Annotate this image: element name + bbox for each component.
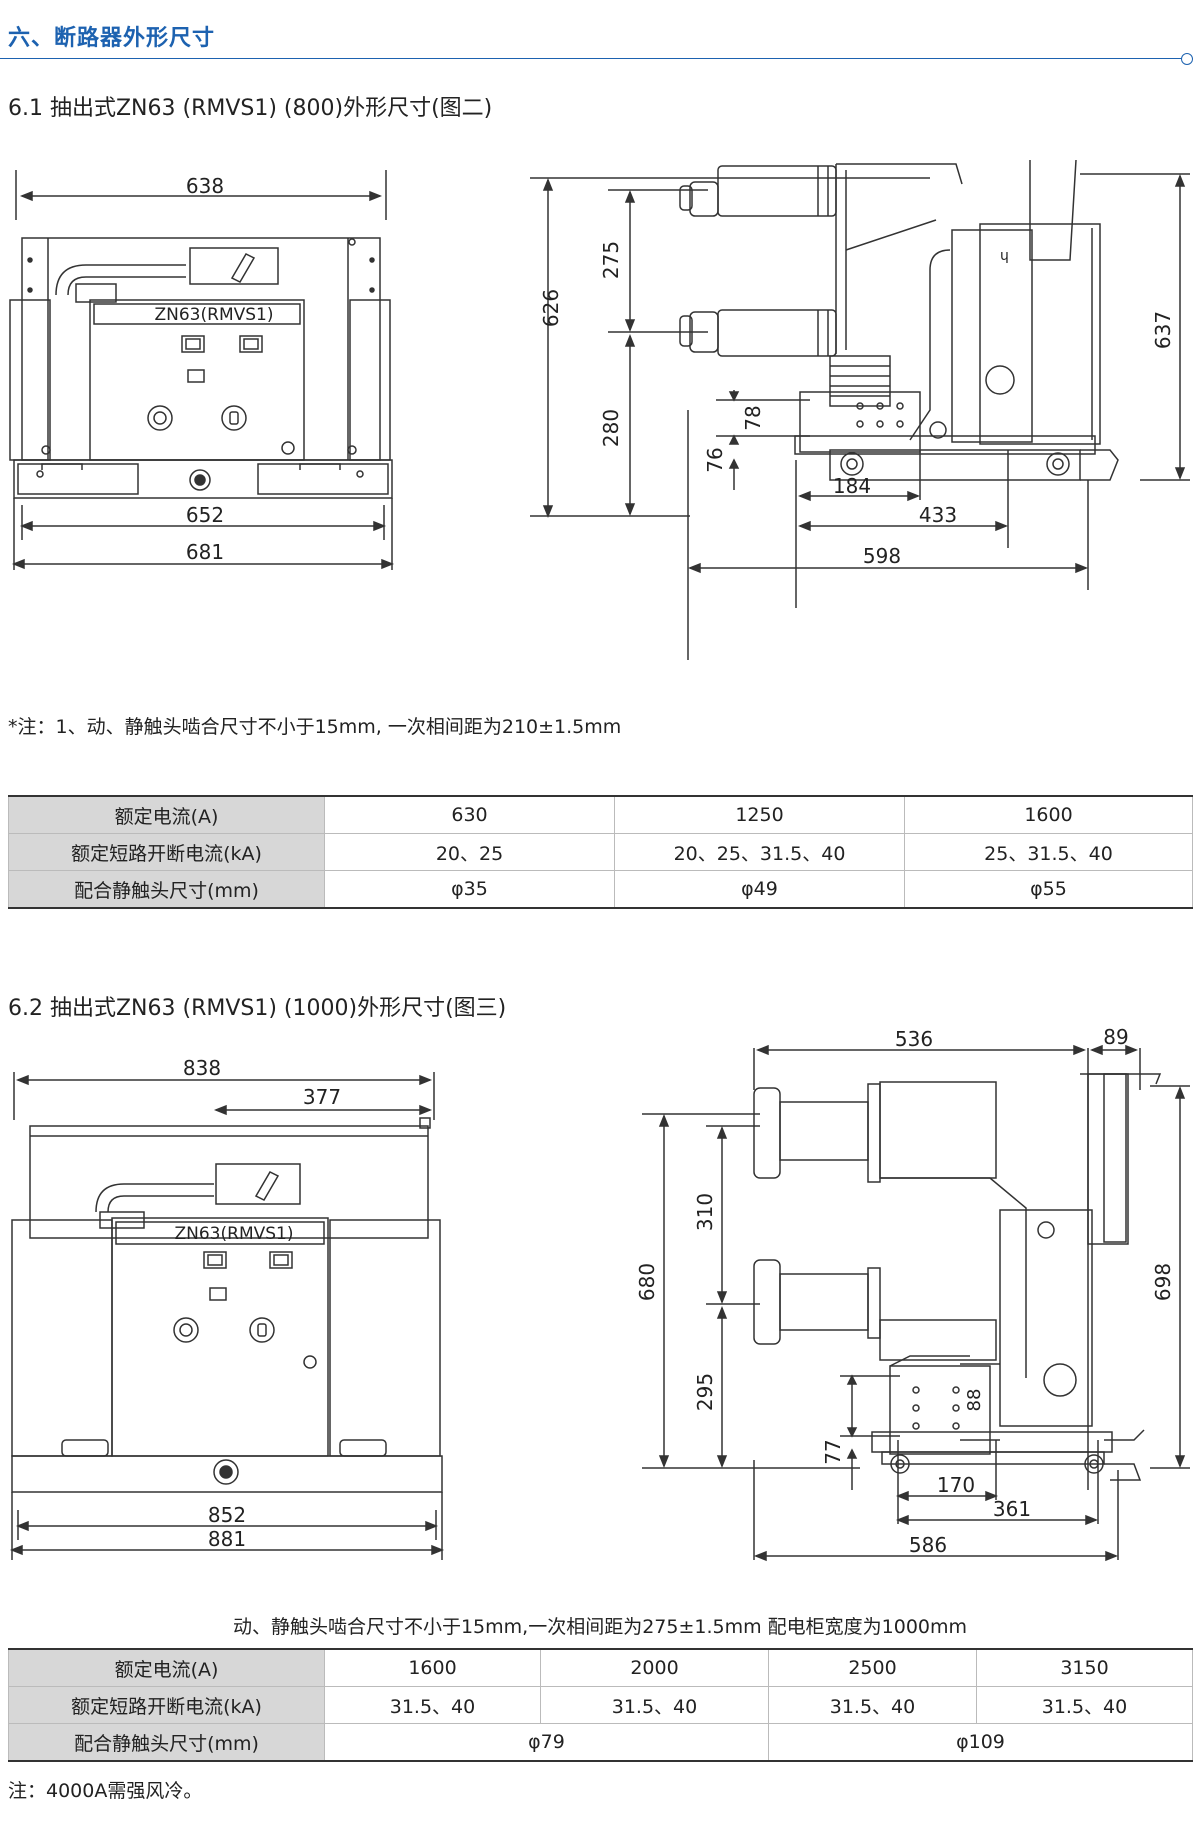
table-row: 额定短路开断电流(kA) 20、25 20、25、31.5、40 25、31.5… bbox=[8, 833, 1193, 871]
dim-598: 598 bbox=[863, 544, 901, 568]
side-view-6-1: 626 275 280 ɥ bbox=[530, 160, 1190, 660]
dim-433: 433 bbox=[919, 503, 957, 527]
dim-881: 881 bbox=[208, 1527, 246, 1551]
dim-638: 638 bbox=[186, 174, 224, 198]
drawing-6-1: 638 ZN63(RMVS1) bbox=[9, 160, 1190, 660]
row-label: 配合静触头尺寸(mm) bbox=[8, 1723, 325, 1762]
dim-89: 89 bbox=[1103, 1025, 1128, 1049]
front-label-6-1: ZN63(RMVS1) bbox=[155, 305, 274, 325]
spec-table-6-1: 额定电流(A) 630 1250 1600 额定短路开断电流(kA) 20、25… bbox=[8, 795, 1193, 909]
dim-586: 586 bbox=[909, 1533, 947, 1557]
section-1-title: 6.1 抽出式ZN63 (RMVS1) (800)外形尺寸(图二) bbox=[8, 96, 493, 121]
section-2-footnote: 注：4000A需强风冷。 bbox=[8, 1780, 203, 1802]
row-label: 配合静触头尺寸(mm) bbox=[8, 870, 325, 909]
table-cell: 20、25、31.5、40 bbox=[614, 833, 905, 871]
table-cell: 1250 bbox=[614, 795, 905, 834]
table-cell: 31.5、40 bbox=[540, 1686, 769, 1724]
dim-310: 310 bbox=[693, 1193, 717, 1231]
drawing-6-2: 838 377 ZN63(RMVS1) 852 bbox=[9, 1025, 1190, 1562]
dim-280: 280 bbox=[599, 409, 623, 447]
dim-88: 88 bbox=[964, 1389, 985, 1412]
dim-78: 78 bbox=[741, 405, 765, 430]
dim-838: 838 bbox=[183, 1056, 221, 1080]
row-label: 额定电流(A) bbox=[8, 1648, 325, 1687]
dim-76: 76 bbox=[703, 447, 727, 472]
front-view-6-2: 838 377 ZN63(RMVS1) 852 bbox=[9, 1056, 445, 1560]
front-view-6-1: 638 ZN63(RMVS1) bbox=[9, 170, 395, 570]
table-cell: φ49 bbox=[614, 870, 905, 909]
dim-361: 361 bbox=[993, 1497, 1031, 1521]
section-1-note: *注：1、动、静触头啮合尺寸不小于15mm, 一次相间距为210±1.5mm bbox=[8, 716, 622, 738]
row-label: 额定短路开断电流(kA) bbox=[8, 833, 325, 871]
title-rule-end-circle bbox=[1181, 53, 1193, 65]
table-cell: 25、31.5、40 bbox=[904, 833, 1193, 871]
table-row: 额定电流(A) 1600 2000 2500 3150 bbox=[8, 1648, 1193, 1687]
table-cell: 630 bbox=[324, 795, 615, 834]
dim-170: 170 bbox=[937, 1473, 975, 1497]
table-cell: 20、25 bbox=[324, 833, 615, 871]
table-row: 配合静触头尺寸(mm) φ35 φ49 φ55 bbox=[8, 870, 1193, 909]
table-row: 配合静触头尺寸(mm) φ79 φ109 bbox=[8, 1723, 1193, 1762]
dim-637: 637 bbox=[1151, 311, 1175, 349]
table-cell: φ109 bbox=[768, 1723, 1193, 1762]
table-cell: 31.5、40 bbox=[976, 1686, 1193, 1724]
section-2-note: 动、静触头啮合尺寸不小于15mm,一次相间距为275±1.5mm 配电柜宽度为1… bbox=[232, 1616, 968, 1638]
dim-536: 536 bbox=[895, 1027, 933, 1051]
table-cell: 2000 bbox=[540, 1648, 769, 1687]
dim-852: 852 bbox=[208, 1503, 246, 1527]
table-cell: 1600 bbox=[904, 795, 1193, 834]
table-cell: 31.5、40 bbox=[768, 1686, 977, 1724]
page-title: 六、断路器外形尺寸 bbox=[8, 26, 216, 51]
side-view-6-2: 536 89 680 310 295 bbox=[635, 1025, 1190, 1562]
section-2-title: 6.2 抽出式ZN63 (RMVS1) (1000)外形尺寸(图三) bbox=[8, 996, 507, 1021]
dim-681: 681 bbox=[186, 540, 224, 564]
table-cell: 2500 bbox=[768, 1648, 977, 1687]
title-rule bbox=[0, 58, 1185, 59]
front-label-6-2: ZN63(RMVS1) bbox=[175, 1224, 294, 1244]
table-row: 额定短路开断电流(kA) 31.5、40 31.5、40 31.5、40 31.… bbox=[8, 1686, 1193, 1724]
dim-295: 295 bbox=[693, 1373, 717, 1411]
dim-698: 698 bbox=[1151, 1263, 1175, 1301]
row-label: 额定电流(A) bbox=[8, 795, 325, 834]
dim-377: 377 bbox=[303, 1085, 341, 1109]
table-cell: φ55 bbox=[904, 870, 1193, 909]
table-cell: 31.5、40 bbox=[324, 1686, 541, 1724]
dim-275: 275 bbox=[599, 241, 623, 279]
dim-626: 626 bbox=[539, 289, 563, 327]
svg-text:ɥ: ɥ bbox=[1000, 248, 1009, 264]
row-label: 额定短路开断电流(kA) bbox=[8, 1686, 325, 1724]
table-cell: 3150 bbox=[976, 1648, 1193, 1687]
table-cell: 1600 bbox=[324, 1648, 541, 1687]
table-row: 额定电流(A) 630 1250 1600 bbox=[8, 795, 1193, 834]
table-cell: φ79 bbox=[324, 1723, 769, 1762]
table-cell: φ35 bbox=[324, 870, 615, 909]
dim-652: 652 bbox=[186, 503, 224, 527]
dim-184: 184 bbox=[833, 474, 871, 498]
dim-77: 77 bbox=[821, 1439, 845, 1464]
spec-table-6-2: 额定电流(A) 1600 2000 2500 3150 额定短路开断电流(kA)… bbox=[8, 1648, 1193, 1762]
dim-680: 680 bbox=[635, 1263, 659, 1301]
